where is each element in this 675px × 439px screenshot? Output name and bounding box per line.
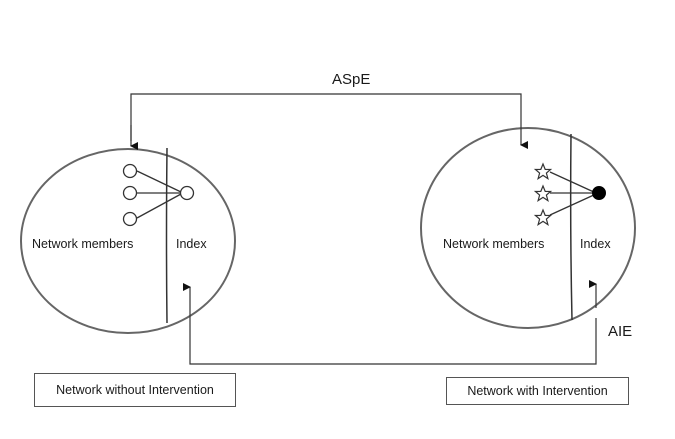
- aie-arrow-line: [183, 283, 597, 365]
- left-index-node-icon: [179, 185, 195, 201]
- left-member-node-icon: [122, 185, 138, 201]
- right-members-label: Network members: [443, 237, 544, 251]
- left-network-ellipse: [20, 148, 236, 334]
- right-member-star-icon: [533, 208, 553, 226]
- left-index-label: Index: [176, 237, 207, 251]
- right-member-star-icon: [533, 162, 553, 180]
- right-edge: [549, 193, 597, 216]
- left-network: Network members Index: [20, 147, 236, 334]
- left-index-divider: [165, 147, 168, 324]
- left-edge: [136, 193, 182, 219]
- left-members-label: Network members: [32, 237, 133, 251]
- right-index-label: Index: [580, 237, 611, 251]
- right-member-star-icon: [533, 184, 553, 202]
- aspe-connector: ASpE: [130, 71, 528, 150]
- aspe-label: ASpE: [332, 71, 370, 88]
- left-member-node-icon: [122, 211, 138, 227]
- network-without-intervention-caption: Network without Intervention: [34, 373, 236, 407]
- left-member-node-icon: [122, 163, 138, 179]
- aie-label: AIE: [608, 323, 632, 340]
- network-with-intervention-caption: Network with Intervention: [446, 377, 629, 405]
- right-index-divider: [569, 133, 573, 321]
- aspe-arrow-line: [130, 93, 528, 149]
- right-edge: [549, 171, 597, 194]
- right-index-filled-node-icon: [592, 186, 606, 200]
- aie-connector: AIE: [183, 280, 632, 365]
- right-network: Network members Index: [420, 127, 636, 329]
- right-network-ellipse: [420, 127, 636, 329]
- left-edge: [136, 170, 182, 193]
